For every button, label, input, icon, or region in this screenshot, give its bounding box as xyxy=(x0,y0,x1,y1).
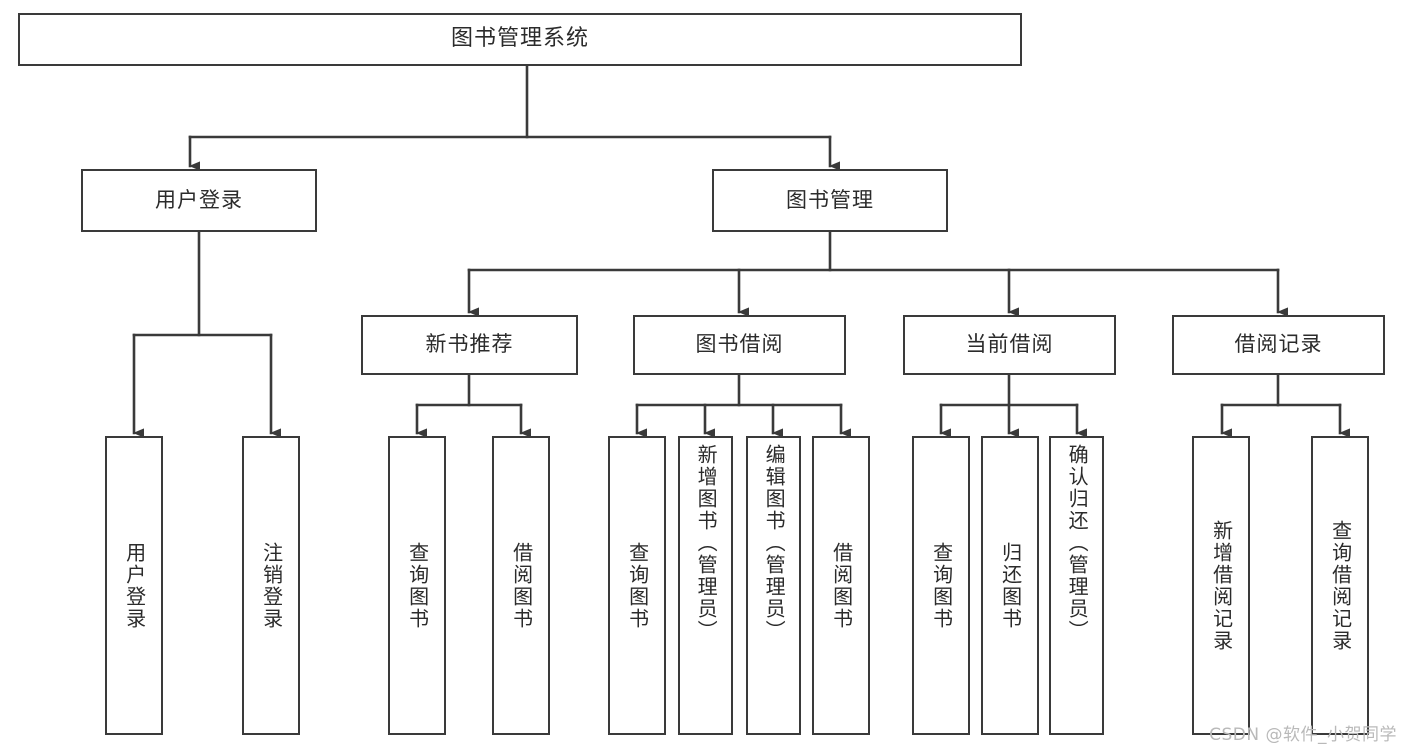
node-leaf-logout[interactable]: 注销登录 xyxy=(242,436,300,735)
node-leaf-borrow-book-recommend[interactable]: 借阅图书 xyxy=(492,436,550,735)
node-label: 查询借阅记录 xyxy=(1328,519,1353,652)
node-borrow-record[interactable]: 借阅记录 xyxy=(1172,315,1385,375)
node-label: 用户登录 xyxy=(155,187,243,212)
node-label: 新增借阅记录 xyxy=(1209,519,1234,652)
node-label: 新增图书（管理员） xyxy=(694,444,719,642)
node-label: 新书推荐 xyxy=(425,332,514,357)
node-label: 图书借阅 xyxy=(695,332,784,357)
node-label: 用户登录 xyxy=(122,541,147,630)
node-label: 借阅记录 xyxy=(1234,332,1323,357)
node-leaf-user-login[interactable]: 用户登录 xyxy=(105,436,163,735)
node-label: 图书管理系统 xyxy=(450,26,589,52)
node-label: 注销登录 xyxy=(259,541,284,630)
node-label: 确认归还（管理员） xyxy=(1065,444,1090,642)
watermark: CSDN @软件_小贺同学 xyxy=(1209,725,1397,745)
node-book-management[interactable]: 图书管理 xyxy=(712,169,948,232)
node-leaf-confirm-return-admin[interactable]: 确认归还（管理员） xyxy=(1049,436,1104,735)
node-leaf-query-book-current[interactable]: 查询图书 xyxy=(912,436,970,735)
node-label: 编辑图书（管理员） xyxy=(762,444,787,642)
node-user-login[interactable]: 用户登录 xyxy=(81,169,317,232)
node-label: 当前借阅 xyxy=(965,332,1054,357)
node-label: 借阅图书 xyxy=(509,541,534,630)
node-leaf-add-book-admin[interactable]: 新增图书（管理员） xyxy=(678,436,733,735)
node-leaf-edit-book-admin[interactable]: 编辑图书（管理员） xyxy=(746,436,801,735)
node-leaf-query-book-borrow[interactable]: 查询图书 xyxy=(608,436,666,735)
node-label: 图书管理 xyxy=(786,187,874,212)
node-book-borrow[interactable]: 图书借阅 xyxy=(633,315,846,375)
node-label: 查询图书 xyxy=(929,541,954,630)
node-root-book-management-system[interactable]: 图书管理系统 xyxy=(18,13,1022,66)
node-leaf-query-borrow-record[interactable]: 查询借阅记录 xyxy=(1311,436,1369,735)
node-new-book-recommendation[interactable]: 新书推荐 xyxy=(361,315,578,375)
node-label: 查询图书 xyxy=(405,541,430,630)
node-leaf-add-borrow-record[interactable]: 新增借阅记录 xyxy=(1192,436,1250,735)
node-leaf-borrow-book[interactable]: 借阅图书 xyxy=(812,436,870,735)
node-current-borrow[interactable]: 当前借阅 xyxy=(903,315,1116,375)
node-leaf-query-book-recommend[interactable]: 查询图书 xyxy=(388,436,446,735)
node-label: 归还图书 xyxy=(998,541,1023,630)
node-label: 借阅图书 xyxy=(829,541,854,630)
node-label: 查询图书 xyxy=(625,541,650,630)
node-leaf-return-book[interactable]: 归还图书 xyxy=(981,436,1039,735)
